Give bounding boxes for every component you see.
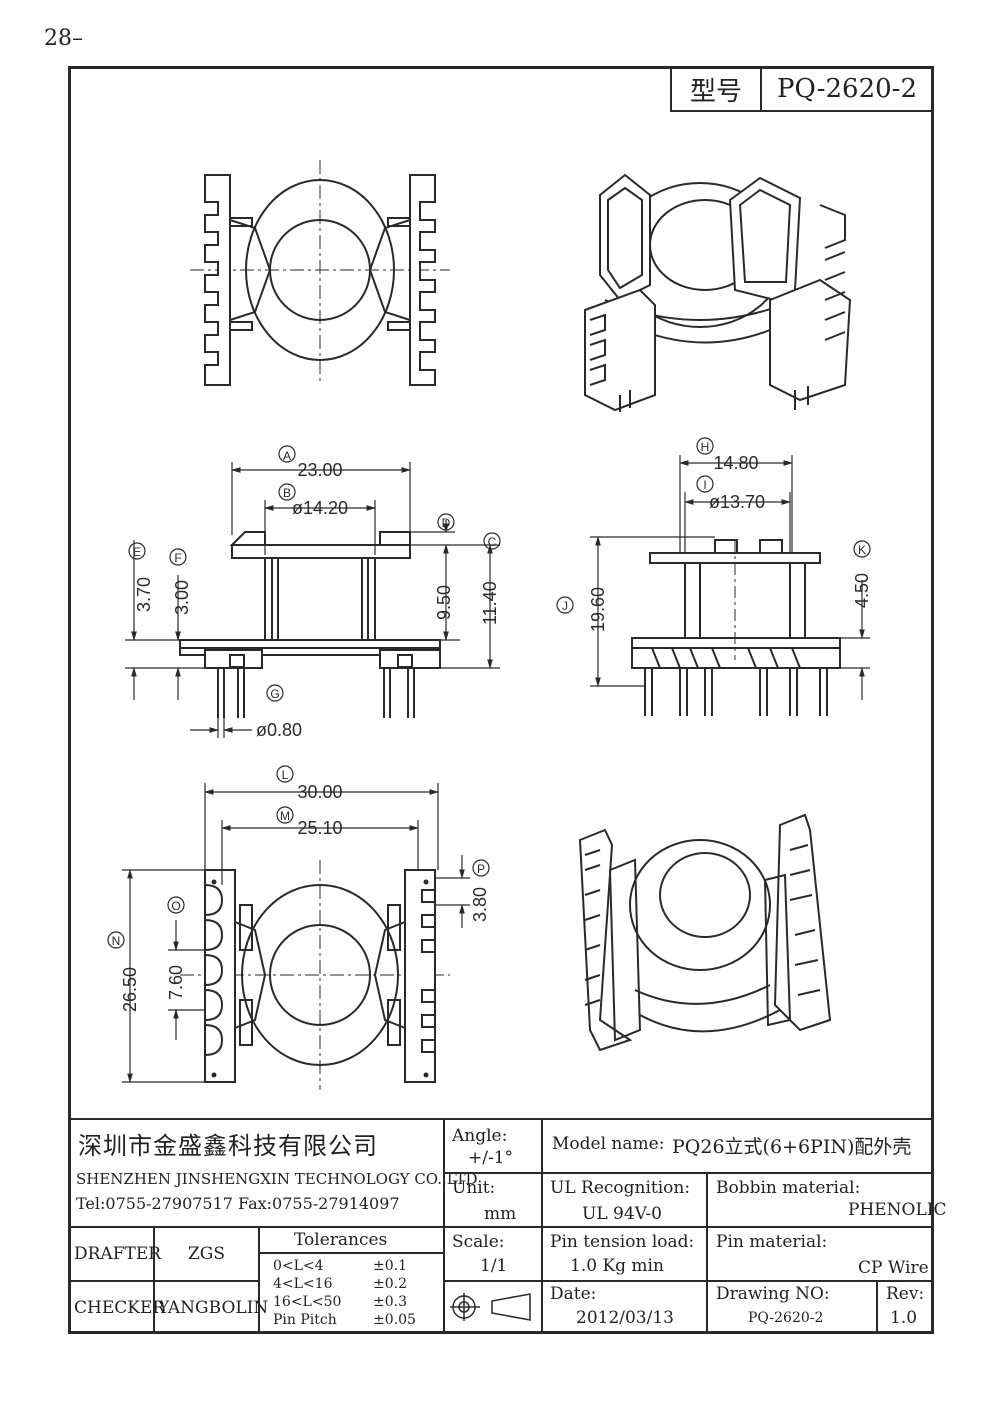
tolerance-range-1: 0<L<4: [273, 1258, 324, 1274]
dim-F-value: 3.00: [172, 580, 192, 615]
pin-material-label: Pin material:: [716, 1232, 828, 1252]
dim-F-letter: F: [174, 551, 181, 565]
checker-value: YANGBOLIN: [158, 1298, 269, 1318]
technical-drawing: A 23.00 B ø14.20 D 9.50 C 11.40 E 3.70 F…: [107, 160, 872, 1090]
company-name-en: SHENZHEN JINSHENGXIN TECHNOLOGY CO.,LTD: [76, 1170, 478, 1188]
dim-texts: A 23.00 B ø14.20 D 9.50 C 11.40 E 3.70 F…: [112, 440, 872, 1012]
tolerance-range-2: 4<L<16: [273, 1276, 333, 1292]
dim-O-letter: O: [171, 899, 180, 913]
model-number: PQ-2620-2: [776, 74, 918, 104]
dim-I-value: ø13.70: [709, 492, 765, 512]
tolerances-label: Tolerances: [294, 1230, 388, 1250]
dim-O-value: 7.60: [166, 965, 186, 1000]
angle-value: +/-1°: [468, 1148, 514, 1168]
company-name-cn: 深圳市金盛鑫科技有限公司: [78, 1132, 378, 1160]
dim-H-letter: H: [701, 440, 710, 454]
side-view: [590, 455, 870, 716]
angle-label: Angle:: [452, 1126, 508, 1146]
dim-H-value: 14.80: [713, 453, 758, 473]
company-contact: Tel:0755-27907517 Fax:0755-27914097: [76, 1194, 400, 1213]
date-label: Date:: [550, 1284, 597, 1304]
tolerance-value-3: ±0.3: [373, 1294, 407, 1310]
dim-J-value: 19.60: [588, 587, 608, 632]
bobbin-material-label: Bobbin material:: [716, 1178, 861, 1198]
drawing-no-value: PQ-2620-2: [748, 1310, 824, 1326]
checker-label: CHECKER: [74, 1298, 166, 1318]
projection-symbol-icon: [450, 1293, 531, 1321]
model-name-label: Model name:: [552, 1134, 665, 1154]
dim-I-letter: I: [703, 478, 706, 492]
rev-label: Rev:: [886, 1284, 925, 1304]
pin-tension-value: 1.0 Kg min: [570, 1256, 664, 1276]
tolerance-range-3: 16<L<50: [273, 1294, 342, 1310]
dim-D-letter: D: [442, 516, 451, 530]
dim-M-letter: M: [280, 809, 290, 823]
dim-K-value: 4.50: [852, 573, 872, 608]
dim-A-value: 23.00: [297, 460, 342, 480]
scale-value: 1/1: [480, 1256, 508, 1276]
dim-C-letter: C: [488, 535, 497, 549]
title-block: 深圳市金盛鑫科技有限公司 SHENZHEN JINSHENGXIN TECHNO…: [68, 1118, 947, 1334]
scale-label: Scale:: [452, 1232, 505, 1252]
dim-E-value: 3.70: [134, 577, 154, 612]
drawing-no-label: Drawing NO:: [716, 1284, 830, 1304]
drafter-label: DRAFTER: [74, 1244, 162, 1264]
drawing-frame: [68, 66, 934, 1334]
pin-tension-label: Pin tension load:: [550, 1232, 695, 1252]
dim-N-letter: N: [112, 934, 121, 948]
bottom-view: [122, 783, 470, 1090]
dim-labels: [107, 437, 871, 949]
dim-D-value: 9.50: [434, 585, 454, 620]
top-view: [190, 160, 450, 386]
unit-label: Unit:: [452, 1178, 496, 1198]
bobbin-material-value: PHENOLIC: [848, 1200, 947, 1220]
front-view: [125, 462, 500, 738]
isometric-view-top: [584, 173, 852, 412]
tolerance-value-2: ±0.2: [373, 1276, 407, 1292]
dim-J-letter: J: [562, 599, 568, 613]
page-number: 28–: [44, 26, 83, 51]
dim-E-letter: E: [133, 545, 141, 559]
model-name-value: PQ26立式(6+6PIN)配外壳: [672, 1136, 912, 1158]
dim-L-letter: L: [282, 768, 289, 782]
dim-G-value: ø0.80: [256, 720, 302, 740]
unit-value: mm: [484, 1204, 517, 1224]
tolerance-range-4: Pin Pitch: [273, 1312, 337, 1328]
dim-P-letter: P: [477, 862, 485, 876]
dim-M-value: 25.10: [297, 818, 342, 838]
dim-B-letter: B: [283, 486, 291, 500]
dim-K-letter: K: [858, 543, 866, 557]
dim-P-value: 3.80: [470, 887, 490, 922]
isometric-view-bottom: [578, 813, 832, 1052]
pin-material-value: CP Wire: [858, 1258, 929, 1278]
dim-C-value: 11.40: [480, 581, 500, 625]
ul-value: UL 94V-0: [582, 1204, 662, 1224]
dim-G-letter: G: [270, 687, 279, 701]
tolerance-value-1: ±0.1: [373, 1258, 407, 1274]
date-value: 2012/03/13: [576, 1308, 674, 1328]
dim-N-value: 26.50: [120, 967, 140, 1012]
drafter-value: ZGS: [188, 1244, 226, 1264]
dim-A-letter: A: [283, 449, 291, 463]
dim-L-value: 30.00: [297, 782, 342, 802]
rev-value: 1.0: [890, 1308, 918, 1328]
model-header-box: 型号 PQ-2620-2: [670, 68, 932, 112]
model-label: 型号: [672, 68, 762, 110]
tolerance-value-4: ±0.05: [373, 1312, 416, 1328]
dim-B-value: ø14.20: [292, 498, 348, 518]
ul-label: UL Recognition:: [550, 1178, 691, 1198]
